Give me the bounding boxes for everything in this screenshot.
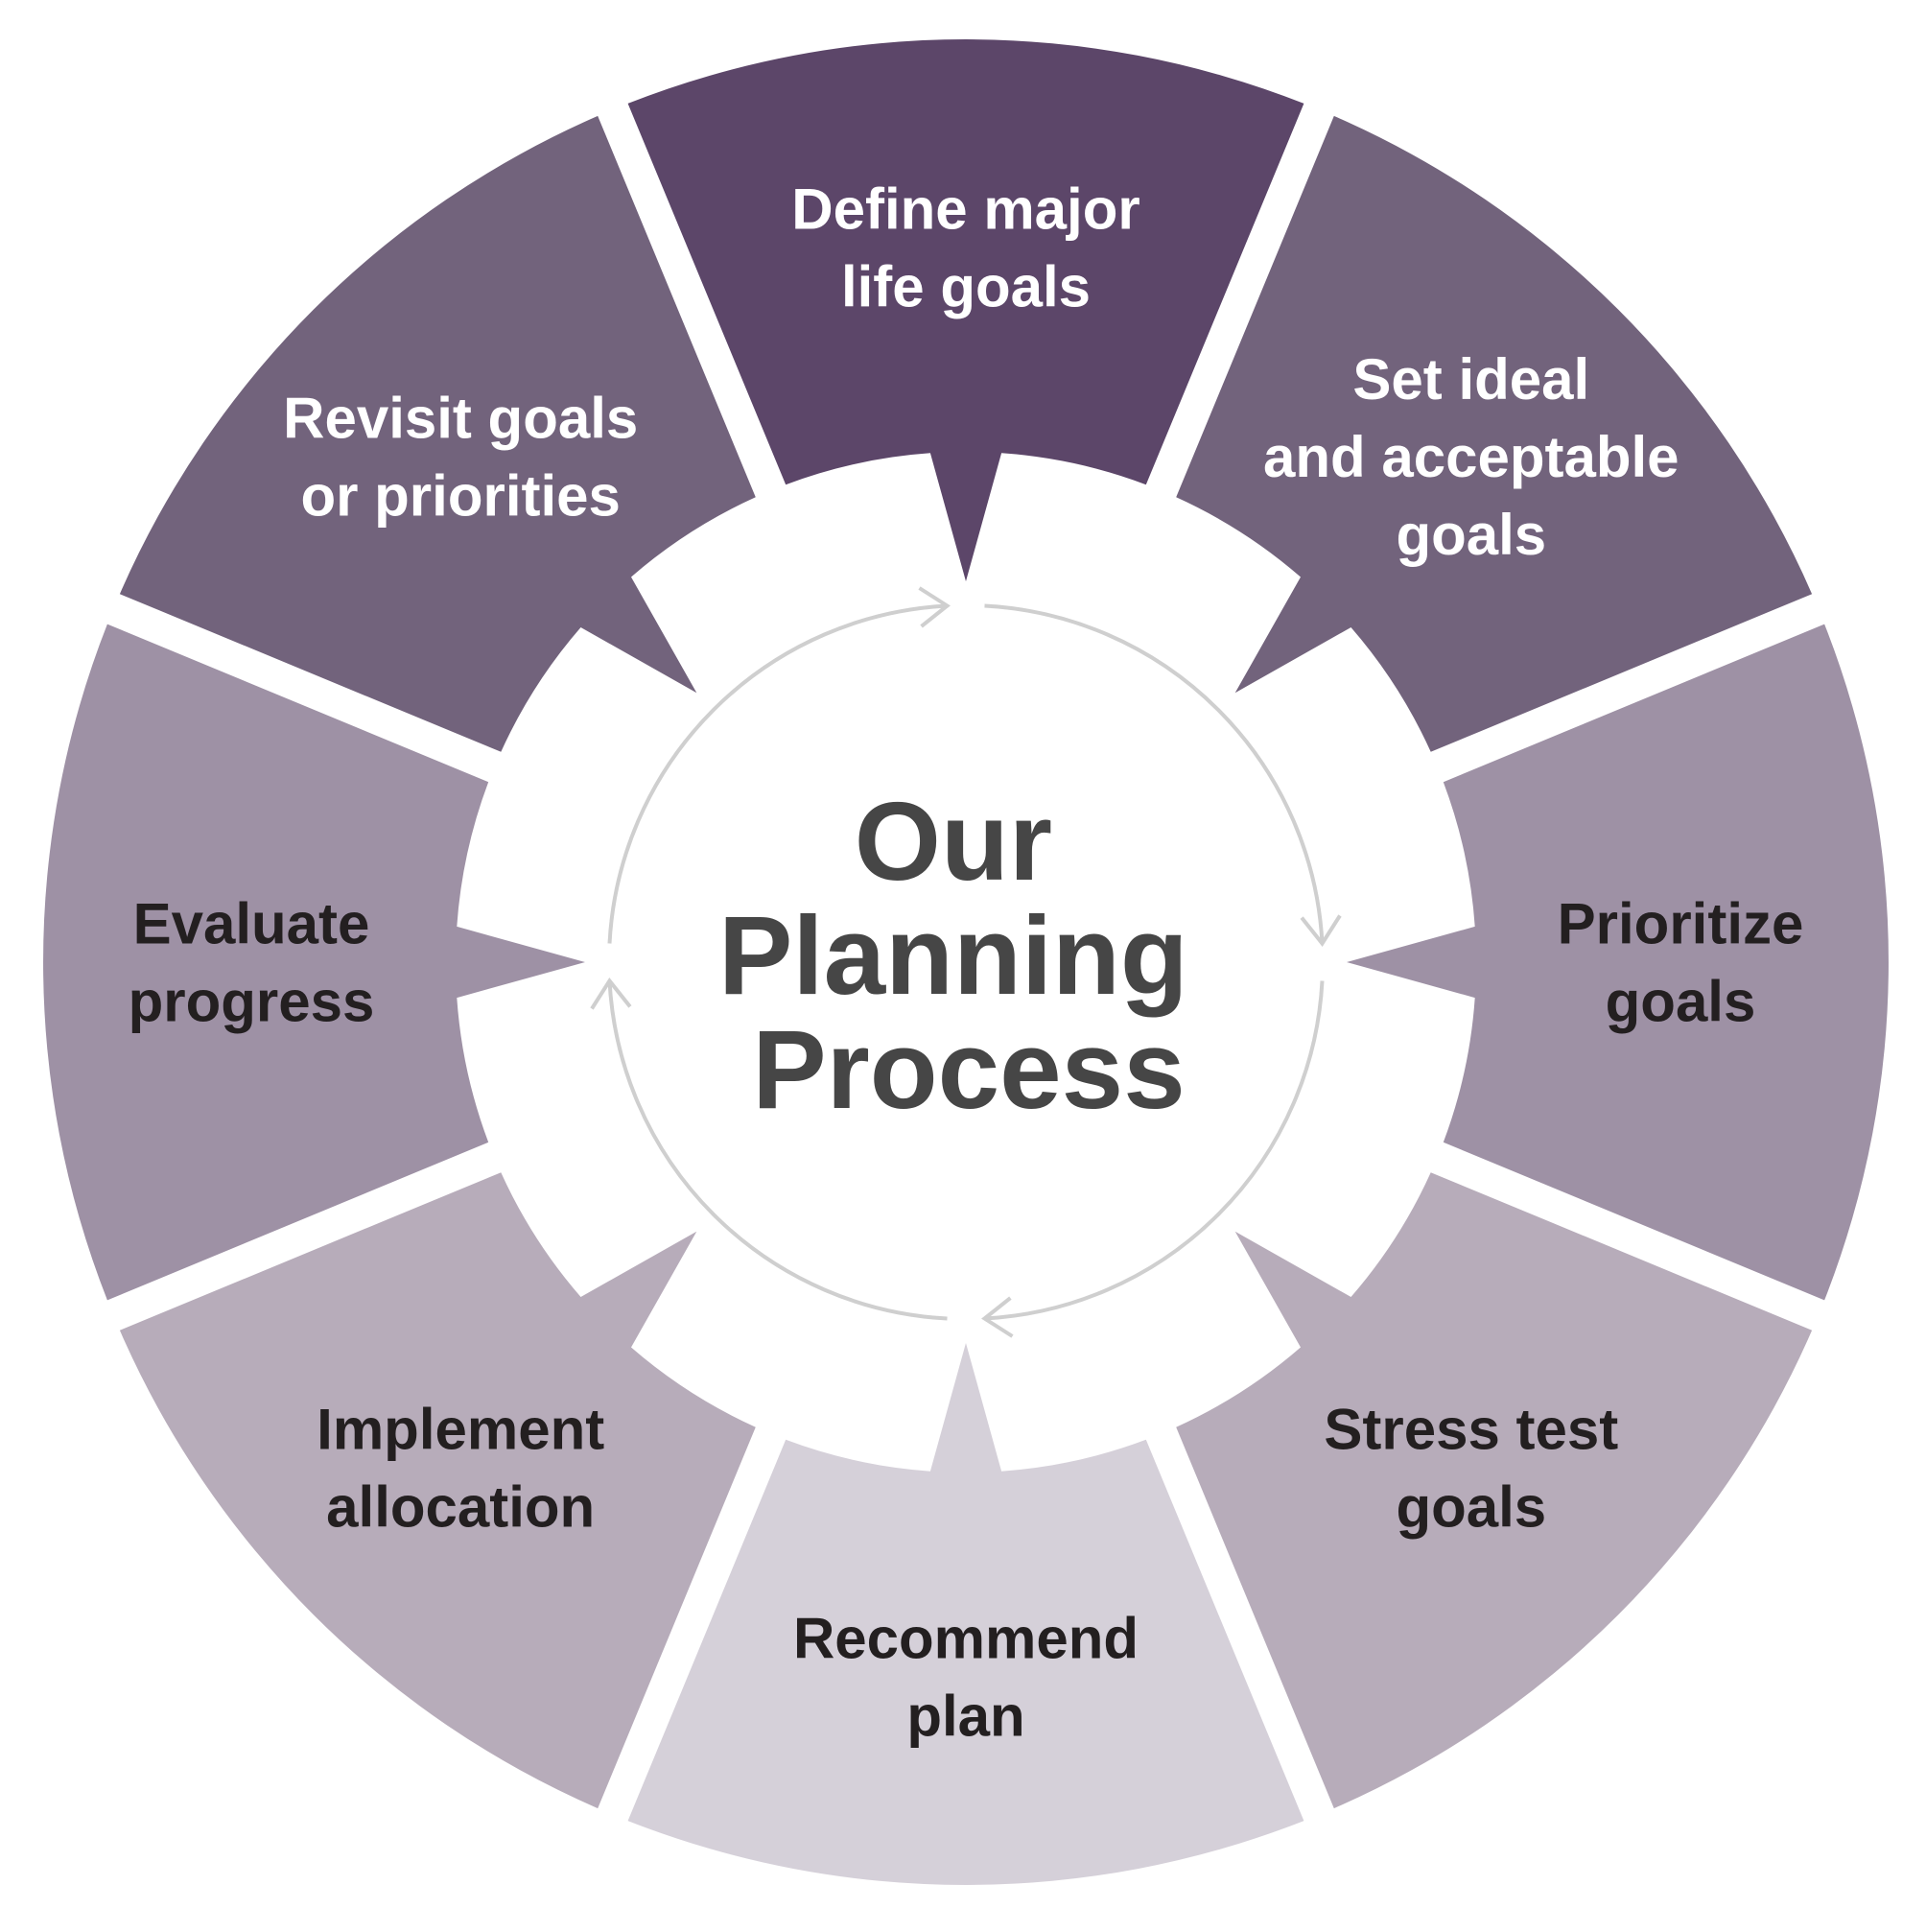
center-title-line-3: Process bbox=[752, 1007, 1185, 1132]
segment-shape-prioritize-goals bbox=[1347, 624, 1889, 1301]
cycle-arrowhead-icon bbox=[918, 586, 951, 628]
segment-label-line: Define major bbox=[791, 177, 1139, 242]
segment-label-prioritize-goals: Prioritize goals bbox=[1558, 892, 1804, 1034]
segment-label-implement-allocation: Implement allocation bbox=[317, 1397, 604, 1539]
cycle-arrowhead-icon bbox=[1300, 914, 1342, 947]
segment-label-line: Set ideal bbox=[1352, 347, 1589, 412]
segment-label-line: progress bbox=[129, 970, 375, 1034]
segment-stress-test-goals: Stress test goals bbox=[1176, 1172, 1813, 1809]
segment-define-major-life-goals: Define major life goals bbox=[627, 39, 1304, 582]
segment-label-line: allocation bbox=[326, 1474, 595, 1539]
center-title: Our Planning Process bbox=[718, 779, 1219, 1132]
segment-label-define-major-life-goals: Define major life goals bbox=[791, 177, 1139, 319]
segment-shape-evaluate-progress bbox=[43, 624, 585, 1301]
cycle-arc bbox=[984, 603, 1325, 944]
cycle-arc bbox=[607, 603, 948, 944]
cycle-arrowhead-icon bbox=[590, 978, 632, 1010]
segment-label-stress-test-goals: Stress test goals bbox=[1324, 1397, 1618, 1539]
center-title-line-2: Planning bbox=[718, 893, 1188, 1018]
cycle-arc bbox=[607, 980, 948, 1321]
segment-label-line: and acceptable bbox=[1263, 425, 1679, 489]
segment-label-recommend-plan: Recommend plan bbox=[793, 1607, 1139, 1749]
cycle-arrows-ring bbox=[590, 586, 1342, 1338]
segment-label-line: goals bbox=[1396, 503, 1546, 567]
segment-evaluate-progress: Evaluate progress bbox=[43, 624, 585, 1301]
segment-shape-define-major-life-goals bbox=[627, 39, 1304, 582]
cycle-arc bbox=[984, 980, 1325, 1321]
segment-shape-set-ideal-and-acceptable-goals bbox=[1176, 115, 1813, 752]
center-title-line-1: Our bbox=[855, 779, 1052, 904]
segment-revisit-goals-or-priorities: Revisit goals or priorities bbox=[119, 115, 756, 752]
segment-set-ideal-and-acceptable-goals: Set ideal and acceptable goals bbox=[1176, 115, 1813, 752]
segment-label-line: goals bbox=[1396, 1474, 1546, 1539]
segment-label-line: Stress test bbox=[1324, 1397, 1618, 1461]
segment-label-line: Recommend bbox=[793, 1607, 1139, 1671]
segment-label-line: or priorities bbox=[300, 464, 620, 529]
segment-shape-stress-test-goals bbox=[1176, 1172, 1813, 1809]
cycle-arrowhead-icon bbox=[981, 1296, 1014, 1338]
segment-label-line: Implement bbox=[317, 1397, 604, 1461]
segment-label-line: plan bbox=[906, 1685, 1024, 1749]
segment-label-line: Evaluate bbox=[133, 892, 370, 956]
segment-label-line: Prioritize bbox=[1558, 892, 1804, 956]
segment-shape-revisit-goals-or-priorities bbox=[119, 115, 756, 752]
segment-shape-implement-allocation bbox=[119, 1172, 756, 1809]
segment-label-line: Revisit goals bbox=[283, 387, 638, 451]
segment-implement-allocation: Implement allocation bbox=[119, 1172, 756, 1809]
segment-label-revisit-goals-or-priorities: Revisit goals or priorities bbox=[283, 387, 638, 529]
segment-prioritize-goals: Prioritize goals bbox=[1347, 624, 1889, 1301]
segment-label-evaluate-progress: Evaluate progress bbox=[129, 892, 375, 1034]
segment-label-line: goals bbox=[1606, 970, 1756, 1034]
segment-shape-recommend-plan bbox=[627, 1343, 1304, 1885]
segment-label-set-ideal-and-acceptable-goals: Set ideal and acceptable goals bbox=[1263, 347, 1679, 567]
segment-recommend-plan: Recommend plan bbox=[627, 1343, 1304, 1885]
segment-label-line: life goals bbox=[841, 255, 1091, 319]
